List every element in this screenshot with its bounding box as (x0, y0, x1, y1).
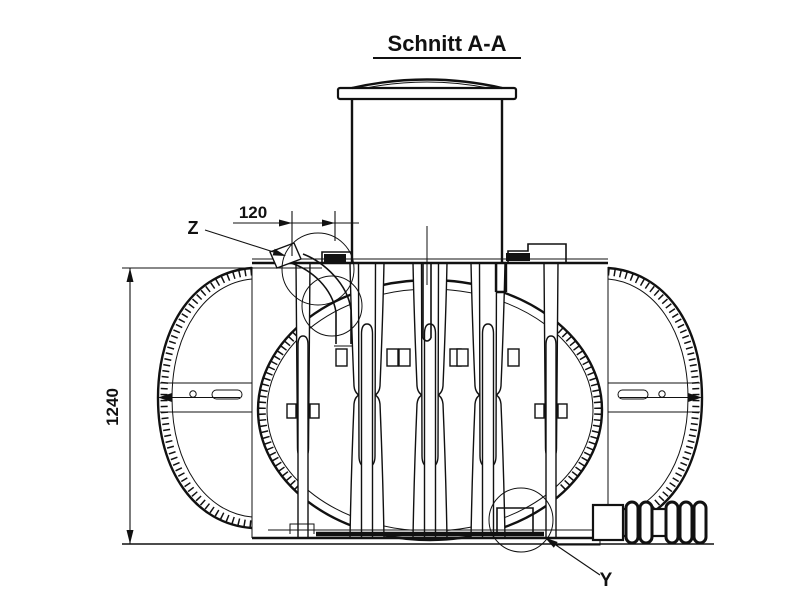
outlet-pipe (552, 500, 708, 546)
dim-1240-arrow-top (126, 268, 134, 282)
left-cap-arrow-head (158, 393, 172, 402)
outlet-stub (494, 263, 508, 294)
dip-pipe (422, 263, 508, 342)
leader-z (204, 229, 284, 256)
rib-column-left (335, 262, 399, 539)
inlet-spigot (269, 242, 302, 269)
dim-120-arrow-left (279, 219, 292, 227)
dimension-120: 120 (233, 203, 359, 256)
collar-cap-right (506, 253, 530, 261)
detail-callout-y: Y (545, 537, 613, 591)
detail-circle-y (488, 487, 554, 553)
base-step-right (496, 507, 534, 534)
collar-cap-left (324, 254, 346, 262)
outlet-pipe-sleeve (591, 503, 625, 542)
inlet-pipe (269, 242, 353, 347)
dim-1240-arrow-bottom (126, 530, 134, 544)
tank-shell (251, 243, 609, 540)
detail-callout-z: Z (188, 218, 286, 256)
tank-left-cap (156, 266, 253, 530)
collar-left (321, 251, 352, 263)
dim-1240-value: 1240 (103, 388, 122, 426)
detail-label-y: Y (600, 570, 613, 591)
right-cap-arrow-head (688, 393, 702, 402)
outlet-pipe-corrugation (624, 500, 708, 545)
neck-riser (336, 78, 518, 285)
lid-dome (351, 78, 503, 90)
rib-column-narrow-left (286, 262, 320, 539)
detail-circle-z-upper (281, 232, 355, 306)
detail-label-z: Z (188, 218, 199, 238)
rib-column-center (398, 262, 462, 539)
leader-z-arrow (272, 248, 286, 256)
rib-column-narrow-right (534, 262, 568, 539)
detail-circle-z-lower (301, 275, 363, 337)
dimension-1240: 1240 (103, 267, 322, 544)
dim-120-arrow-right (322, 219, 335, 227)
lid-flange (336, 86, 518, 101)
base-step-left (289, 523, 315, 534)
title-block: Schnitt A-A (373, 31, 521, 59)
leader-y (546, 538, 601, 576)
tank-right-cap (607, 266, 704, 530)
dim-120-value: 120 (239, 203, 267, 222)
leader-y-arrow (545, 537, 558, 548)
drawing-title: Schnitt A-A (388, 31, 507, 56)
